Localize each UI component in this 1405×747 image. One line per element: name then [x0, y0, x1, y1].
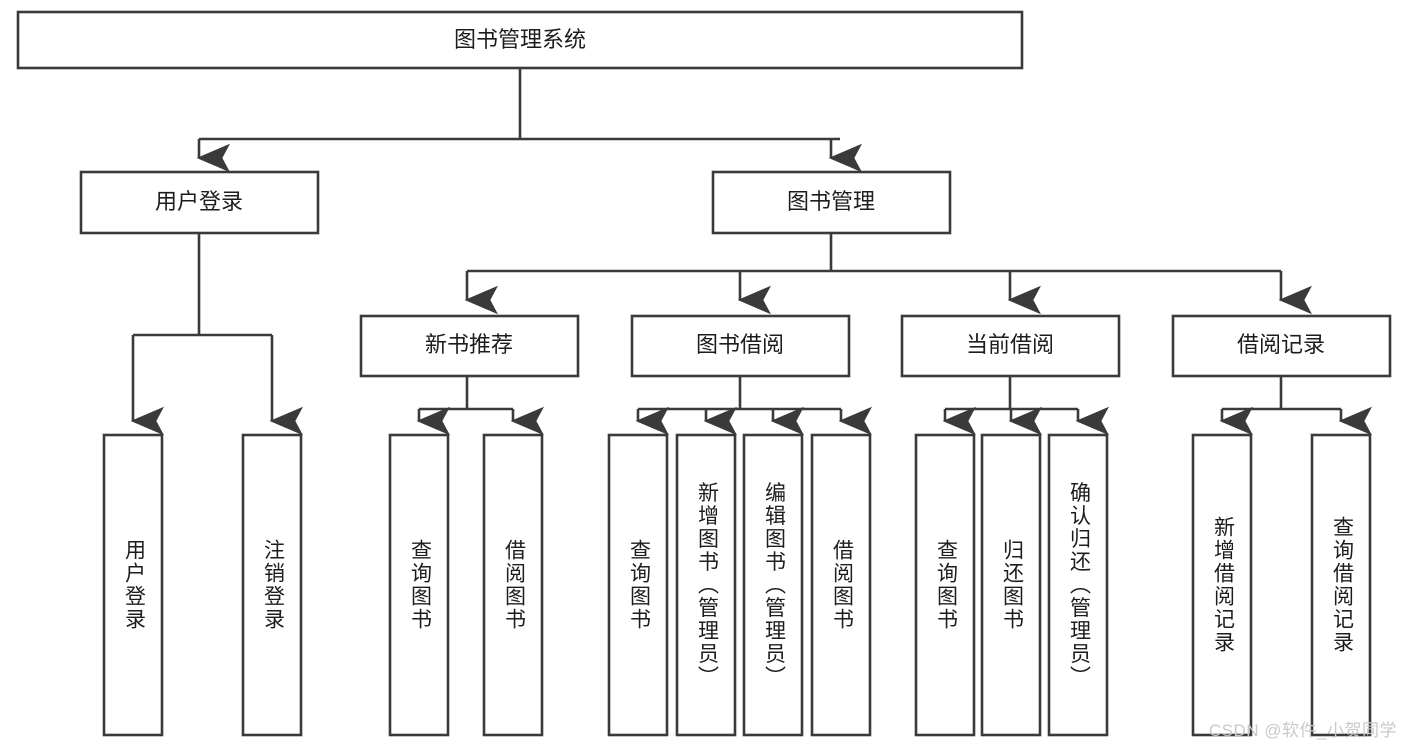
leaf-label-book-borrow-2: 新增图书（管理员）: [695, 482, 719, 689]
leaf-label-book-borrow-1: 查询图书: [627, 539, 651, 631]
node-new-book-recommend[interactable]: 新书推荐: [359, 314, 580, 378]
leaf-label-new-book-2: 借阅图书: [502, 539, 526, 631]
node-book-management[interactable]: 图书管理: [711, 170, 952, 235]
edge-bookborrow-to-leaves: [635, 376, 872, 436]
leaf-label-user-login-1: 用户登录: [122, 539, 146, 631]
watermark-text: CSDN @软件_小贺同学: [1208, 721, 1397, 740]
node-label-root: 图书管理系统: [454, 27, 586, 52]
leaf-node-book-borrow-2[interactable]: 新增图书（管理员）: [675, 433, 737, 737]
node-label-current-borrow: 当前借阅: [966, 332, 1054, 357]
leaf-label-borrow-record-2: 查询借阅记录: [1330, 516, 1354, 654]
leaf-label-new-book-1: 查询图书: [408, 539, 432, 631]
edge-newbook-to-leaves: [416, 376, 544, 436]
edge-currentborrow-to-leaves: [942, 376, 1109, 436]
node-book-borrow[interactable]: 图书借阅: [630, 314, 851, 378]
edge-root-to-level2: [196, 68, 862, 173]
leaf-label-current-borrow-3: 确认归还（管理员）: [1067, 482, 1091, 689]
node-borrow-record[interactable]: 借阅记录: [1171, 314, 1392, 378]
leaf-node-user-login-2[interactable]: 注销登录: [241, 433, 303, 737]
edge-bookmgmt-to-level3: [464, 233, 1312, 315]
node-root-system[interactable]: 图书管理系统: [16, 10, 1024, 70]
leaf-node-new-book-1[interactable]: 查询图书: [388, 433, 450, 737]
node-label-new-book-recommend: 新书推荐: [425, 332, 513, 357]
leaf-label-book-borrow-3: 编辑图书（管理员）: [762, 482, 786, 689]
leaf-node-current-borrow-3[interactable]: 确认归还（管理员）: [1047, 433, 1109, 737]
leaf-node-user-login-1[interactable]: 用户登录: [102, 433, 164, 737]
edge-borrowrecord-to-leaves: [1219, 376, 1372, 436]
leaf-node-new-book-2[interactable]: 借阅图书: [482, 433, 544, 737]
leaf-node-book-borrow-1[interactable]: 查询图书: [607, 433, 669, 737]
leaf-node-current-borrow-2[interactable]: 归还图书: [980, 433, 1042, 737]
leaf-label-borrow-record-1: 新增借阅记录: [1211, 516, 1235, 654]
leaf-label-user-login-2: 注销登录: [261, 539, 285, 631]
node-label-user-login: 用户登录: [155, 189, 243, 214]
edge-userlogin-to-leaves: [130, 233, 303, 436]
leaf-node-book-borrow-3[interactable]: 编辑图书（管理员）: [742, 433, 804, 737]
leaf-node-book-borrow-4[interactable]: 借阅图书: [810, 433, 872, 737]
leaf-node-borrow-record-1[interactable]: 新增借阅记录: [1191, 433, 1253, 737]
node-label-book-borrow: 图书借阅: [696, 332, 784, 357]
leaf-label-current-borrow-2: 归还图书: [1000, 539, 1024, 631]
leaf-label-book-borrow-4: 借阅图书: [830, 539, 854, 631]
node-label-book-management: 图书管理: [787, 189, 875, 214]
leaf-node-borrow-record-2[interactable]: 查询借阅记录: [1310, 433, 1372, 737]
node-current-borrow[interactable]: 当前借阅: [900, 314, 1121, 378]
node-label-borrow-record: 借阅记录: [1237, 332, 1325, 357]
leaf-label-current-borrow-1: 查询图书: [934, 539, 958, 631]
node-user-login[interactable]: 用户登录: [79, 170, 320, 235]
leaf-node-current-borrow-1[interactable]: 查询图书: [914, 433, 976, 737]
